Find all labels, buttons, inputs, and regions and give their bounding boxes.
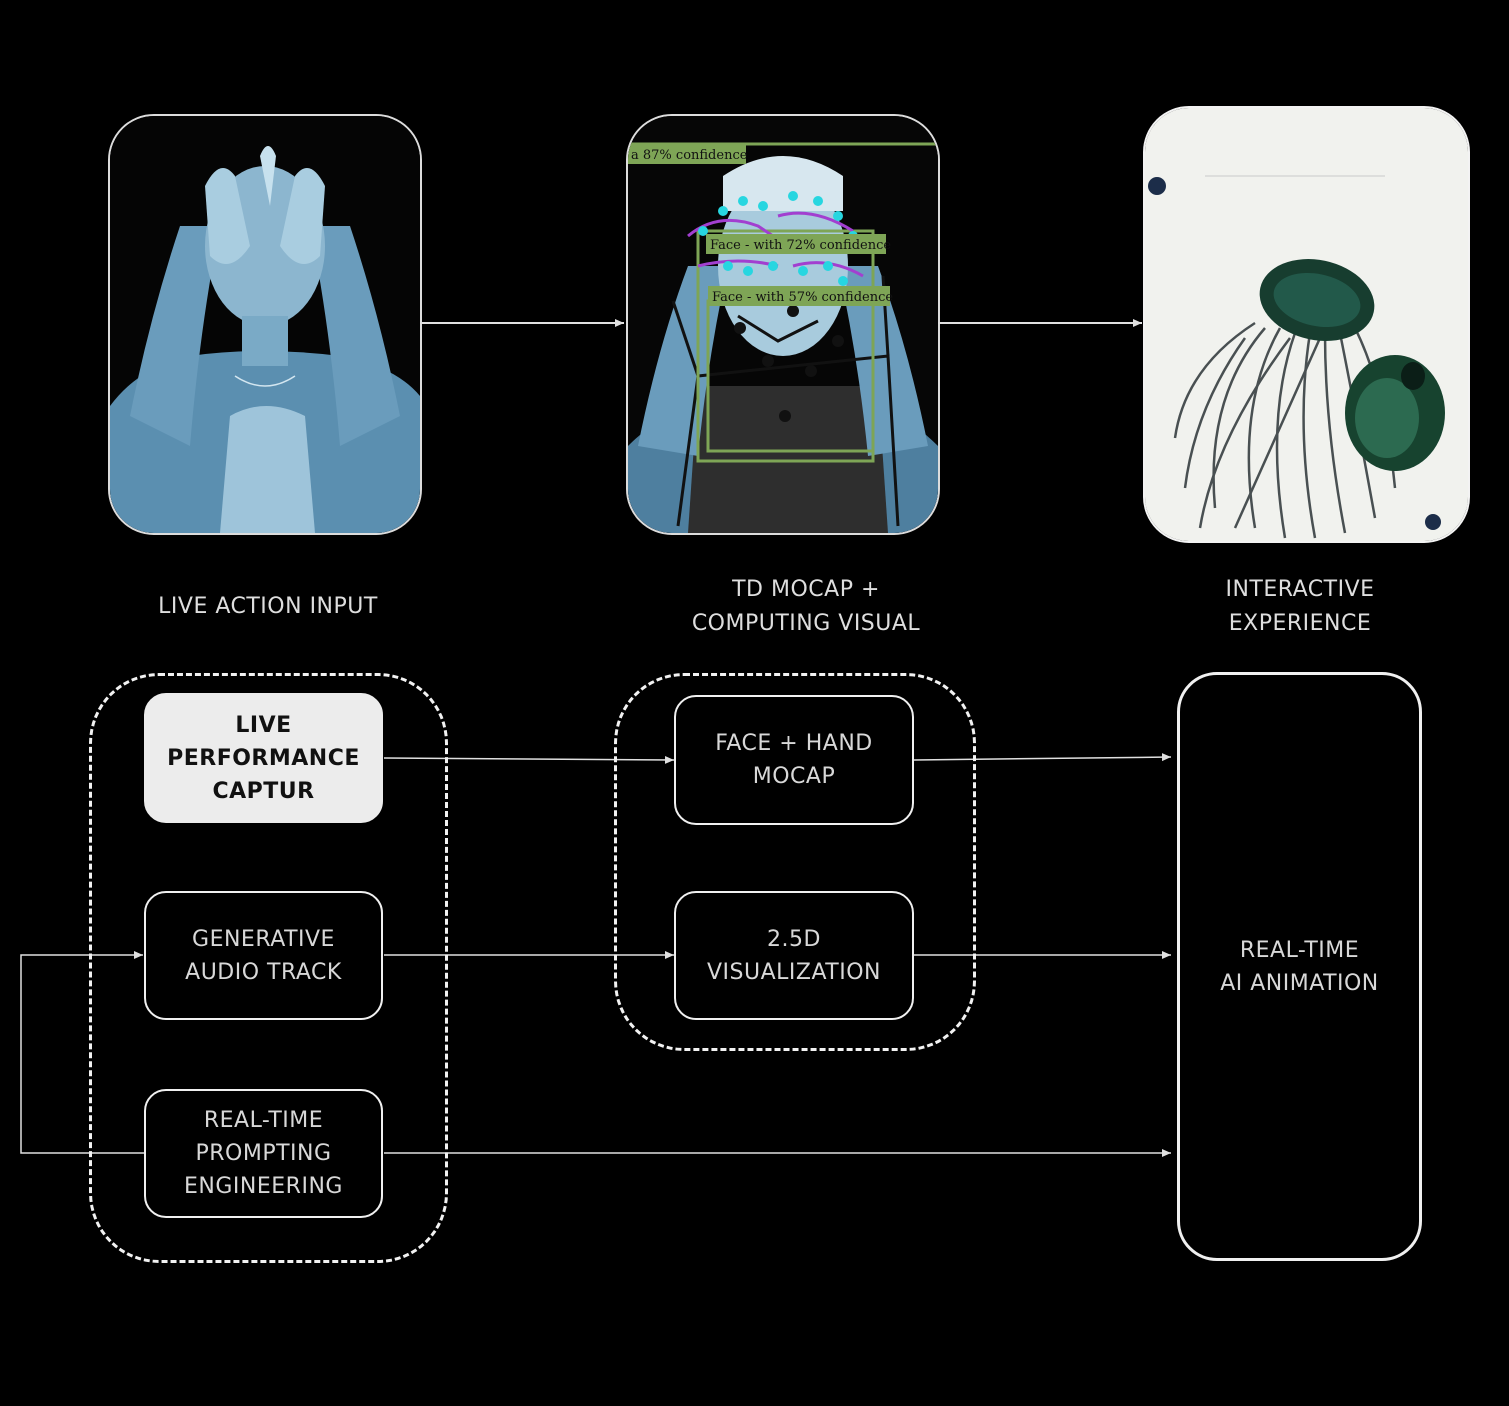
node-face-hand-mocap[interactable]: FACE + HAND MOCAP [674, 695, 914, 825]
stage-label-line: EXPERIENCE [1228, 611, 1372, 636]
node-text-line: PERFORMANCE [167, 745, 360, 771]
stage-label-line: INTERACTIVE [1225, 577, 1375, 602]
mocap-overlay-illustration: a 87% confidence Face - with 72% confide… [628, 116, 938, 533]
stage-label-line: COMPUTING VISUAL [691, 611, 921, 636]
node-real-time-ai-animation[interactable]: REAL-TIME AI ANIMATION [1177, 672, 1422, 1261]
interactive-experience-view [1143, 106, 1470, 543]
detection-label-2: Face - with 72% confidence [710, 238, 891, 253]
node-live-performance-capture[interactable]: LIVE PERFORMANCE CAPTUR [144, 693, 383, 823]
node-text-line: PROMPTING [195, 1141, 332, 1166]
node-text-line: VISUALIZATION [706, 959, 881, 985]
stage-label-mocap: TD MOCAP + COMPUTING VISUAL [626, 573, 986, 641]
node-text-line: MOCAP [752, 764, 836, 789]
node-text-line: REAL-TIME [203, 1108, 324, 1133]
node-real-time-prompting[interactable]: REAL-TIME PROMPTING ENGINEERING [144, 1089, 383, 1218]
live-action-photo [108, 114, 422, 535]
stage-label-experience: INTERACTIVE EXPERIENCE [1140, 573, 1460, 641]
node-2-5d-visualization[interactable]: 2.5D VISUALIZATION [674, 891, 914, 1020]
node-text-line: GENERATIVE [192, 926, 335, 952]
inverted-performer-illustration [110, 116, 420, 533]
node-text-line: ENGINEERING [184, 1174, 343, 1199]
stage-label-input: LIVE ACTION INPUT [108, 590, 428, 624]
node-text-line: AUDIO TRACK [185, 959, 342, 985]
mocap-detection-view: a 87% confidence Face - with 72% confide… [626, 114, 940, 535]
detection-label-3: Face - with 57% confidence [712, 290, 893, 305]
node-text-line: LIVE [235, 712, 292, 738]
node-text-line: 2.5D [767, 926, 821, 952]
detection-label-1: a 87% confidence [631, 148, 748, 163]
node-text-line: CAPTUR [212, 778, 315, 804]
jellyfish-artwork [1145, 108, 1468, 541]
stage-label-line: LIVE ACTION INPUT [158, 594, 378, 619]
mocap-group [614, 673, 976, 1051]
node-text-line: FACE + HAND [715, 731, 873, 756]
node-text-line: AI ANIMATION [1220, 970, 1379, 996]
input-group [89, 673, 448, 1263]
node-text-line: REAL-TIME [1239, 937, 1360, 963]
node-generative-audio-track[interactable]: GENERATIVE AUDIO TRACK [144, 891, 383, 1020]
stage-label-line: TD MOCAP + [732, 577, 880, 602]
